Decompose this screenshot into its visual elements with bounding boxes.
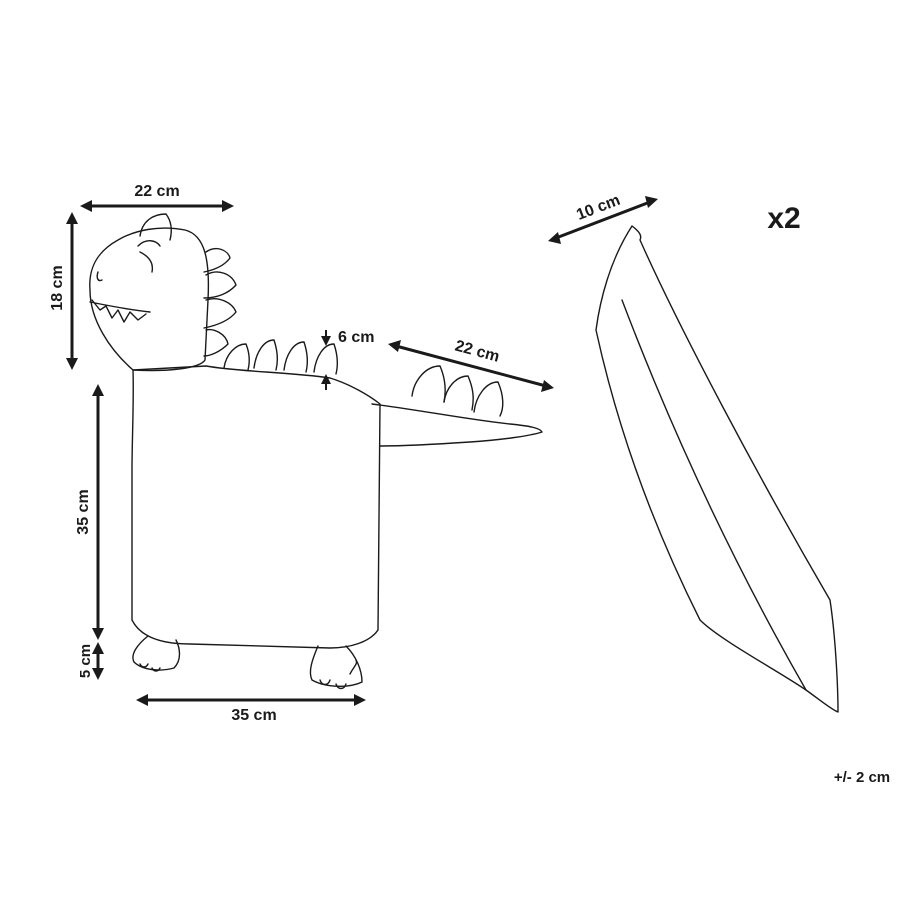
dino-nostril xyxy=(96,271,103,282)
head-spike-2 xyxy=(203,271,237,299)
arrowhead xyxy=(222,200,234,212)
tail-spike-3 xyxy=(473,381,504,417)
back-spike-4 xyxy=(313,343,339,375)
pillow-thickness-line xyxy=(555,200,651,240)
back-spike-2 xyxy=(253,339,279,371)
body-width-label: 35 cm xyxy=(231,707,276,724)
arrowhead xyxy=(541,380,554,392)
left-foot-toes xyxy=(139,663,161,672)
left-foot xyxy=(132,635,181,671)
arrowhead xyxy=(80,200,92,212)
head-height-label: 18 cm xyxy=(49,265,66,310)
dino-body xyxy=(131,365,381,649)
arrowhead xyxy=(92,642,104,654)
dinosaur-cushion-drawing xyxy=(89,213,543,690)
quantity-label: x2 xyxy=(767,202,800,235)
arrowhead xyxy=(66,212,78,224)
arrowhead xyxy=(321,336,331,346)
dino-tail xyxy=(371,403,543,447)
back-spike-1 xyxy=(223,343,251,371)
spike-height-label: 6 cm xyxy=(338,329,374,346)
head-width-label: 22 cm xyxy=(134,183,179,200)
head-spike-1 xyxy=(203,248,231,273)
head-spike-4 xyxy=(203,328,229,357)
arrowhead xyxy=(92,668,104,680)
arrowhead xyxy=(354,694,366,706)
right-foot-toes xyxy=(319,659,358,690)
arrowhead xyxy=(388,340,401,352)
pillow-outline xyxy=(595,225,839,713)
tail-spike-2 xyxy=(443,375,474,411)
arrowhead xyxy=(92,628,104,640)
dino-horn xyxy=(139,213,172,241)
arrowhead xyxy=(92,384,104,396)
arrowhead xyxy=(645,196,658,208)
tolerance-label: +/- 2 cm xyxy=(834,769,890,786)
dino-head xyxy=(89,227,210,372)
arrowhead xyxy=(66,358,78,370)
tail-spike-1 xyxy=(411,365,446,403)
pillow-thickness-label: 10 cm xyxy=(574,192,622,224)
tail-length-label: 22 cm xyxy=(453,338,501,366)
head-spike-3 xyxy=(203,298,237,329)
arrowhead xyxy=(321,374,331,384)
arrowhead xyxy=(136,694,148,706)
back-spike-3 xyxy=(283,341,309,373)
arrowhead xyxy=(548,232,561,244)
foot-height-label: 5 cm xyxy=(77,644,94,678)
dino-eye xyxy=(137,240,161,273)
side-pillow-drawing xyxy=(595,225,839,713)
tail-length-line xyxy=(395,344,547,388)
body-height-label: 35 cm xyxy=(75,489,92,534)
dimension-lines xyxy=(66,196,658,706)
dino-mouth xyxy=(89,299,151,323)
pillow-seam xyxy=(621,299,807,691)
